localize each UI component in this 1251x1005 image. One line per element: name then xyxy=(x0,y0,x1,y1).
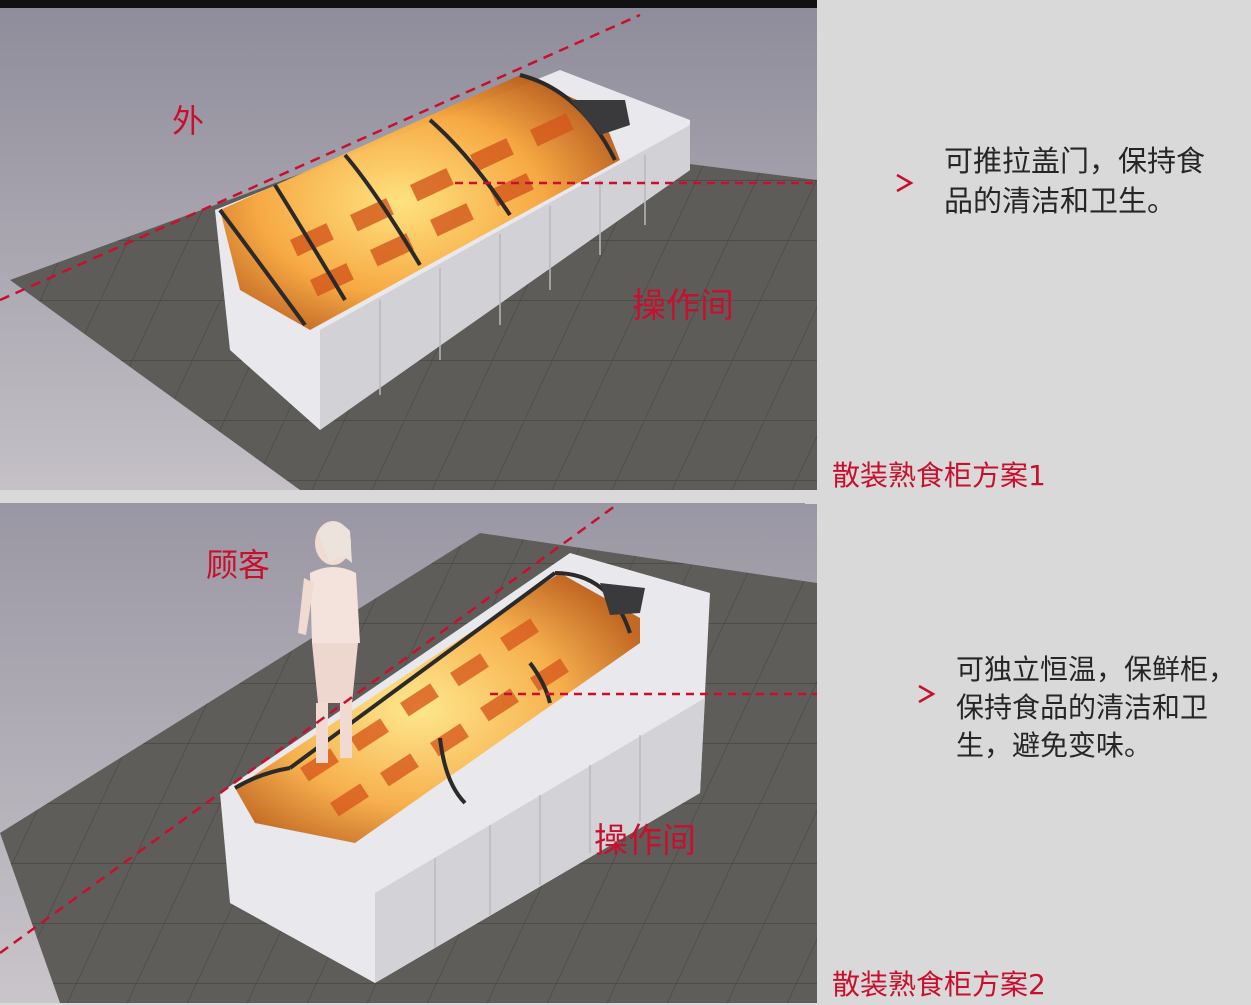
zone-operation-label-2: 操作间 xyxy=(594,821,696,861)
zone-outside-label: 外 xyxy=(172,102,205,140)
feature-note-1: 可推拉盖门，保持食 品的清洁和卫生。 xyxy=(944,141,1205,221)
scheme-title-2: 散装熟食柜方案2 xyxy=(832,968,1046,1001)
note-line: 生，避免变味。 xyxy=(956,729,1153,762)
note-line: 可独立恒温，保鲜柜， xyxy=(956,653,1237,686)
display-cabinet-render-1 xyxy=(0,0,817,490)
display-food-glow xyxy=(235,573,640,843)
display-food-glow xyxy=(220,75,620,330)
note-line: 品的清洁和卫生。 xyxy=(944,184,1177,218)
partition-line xyxy=(0,13,641,302)
render-scheme-2 xyxy=(0,503,817,1003)
zone-operation-label-1: 操作间 xyxy=(632,286,734,326)
note-line: 保持食品的清洁和卫 xyxy=(956,691,1209,724)
arrow-head-icon xyxy=(896,173,914,193)
scheme-title-1: 散装熟食柜方案1 xyxy=(832,459,1046,492)
divider xyxy=(805,490,817,504)
render-scheme-1 xyxy=(0,0,817,490)
partition-line xyxy=(0,504,616,955)
note-line: 可推拉盖门，保持食 xyxy=(944,144,1206,178)
zone-customer-label: 顾客 xyxy=(206,546,271,584)
arrow-head-icon xyxy=(918,684,936,704)
feature-note-2: 可独立恒温，保鲜柜， 保持食品的清洁和卫 生，避免变味。 xyxy=(956,651,1236,765)
display-cabinet-render-2 xyxy=(0,503,817,1003)
customer-figure xyxy=(298,521,360,763)
